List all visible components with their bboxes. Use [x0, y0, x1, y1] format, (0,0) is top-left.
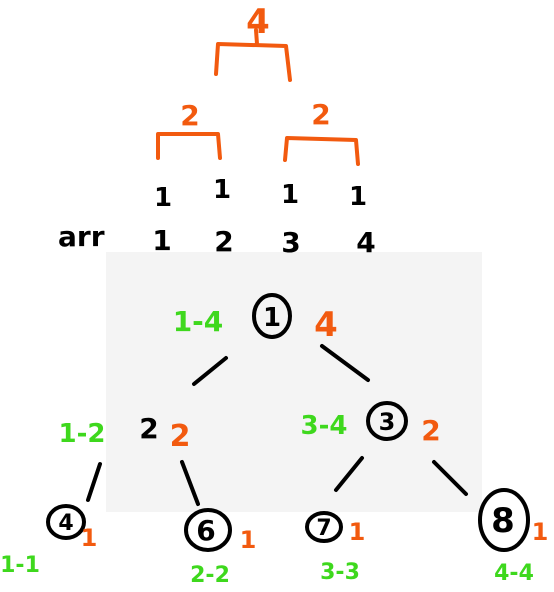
top-leaf-2: 1	[213, 175, 231, 205]
edge-1-3	[320, 344, 370, 382]
node-7-circle	[305, 511, 343, 543]
top-left-value: 2	[180, 99, 199, 132]
edge-3-8	[432, 460, 468, 496]
node-6-range: 2-2	[190, 563, 230, 588]
root-bracket	[214, 42, 292, 82]
node-7-range: 3-3	[320, 560, 360, 585]
node-4-circle	[46, 504, 86, 540]
edge-2-4	[86, 462, 102, 502]
arr-label: arr	[58, 220, 105, 253]
node-1-range: 1-4	[173, 305, 224, 338]
node-2-id: 2	[139, 412, 158, 445]
node-7-sum: 1	[349, 518, 366, 546]
top-leaf-3: 1	[281, 180, 299, 210]
top-leaf-1: 1	[154, 183, 172, 213]
node-4-range: 1-1	[0, 553, 40, 578]
node-8-range: 4-4	[494, 561, 534, 586]
arr-value-3: 3	[281, 226, 300, 259]
root-stem	[254, 28, 259, 46]
left-bracket	[156, 132, 222, 160]
node-1-sum: 4	[314, 305, 338, 345]
node-7-id: 7	[316, 516, 331, 541]
top-right-value: 2	[311, 98, 330, 131]
edge-2-6	[180, 460, 200, 506]
node-6-sum: 1	[240, 526, 257, 554]
node-8-id: 8	[491, 501, 515, 541]
top-root-value: 4	[246, 2, 270, 42]
tree-edges	[86, 344, 468, 506]
node-3-sum: 2	[421, 414, 440, 447]
node-6-circle	[184, 508, 232, 552]
highlight-panel	[106, 252, 482, 512]
arr-value-4: 4	[356, 226, 375, 259]
node-8-circle	[478, 488, 530, 552]
node-3-id: 3	[379, 408, 396, 436]
arr-value-1: 1	[152, 224, 171, 257]
node-6-id: 6	[196, 514, 215, 547]
node-3-circle	[366, 401, 408, 441]
node-1-id: 1	[263, 303, 281, 333]
node-2-sum: 2	[170, 419, 191, 454]
node-8-sum: 1	[532, 518, 549, 546]
node-2-range: 1-2	[59, 419, 106, 449]
arr-value-2: 2	[214, 225, 233, 258]
node-1-circle	[252, 293, 292, 339]
right-bracket	[283, 136, 360, 166]
node-3-range: 3-4	[301, 411, 348, 441]
edge-3-7	[334, 456, 364, 492]
node-4-sum: 1	[81, 524, 98, 552]
top-bracket-tree	[156, 28, 360, 166]
edge-1-2	[192, 356, 228, 386]
node-4-id: 4	[58, 511, 73, 536]
top-leaf-4: 1	[349, 182, 367, 212]
